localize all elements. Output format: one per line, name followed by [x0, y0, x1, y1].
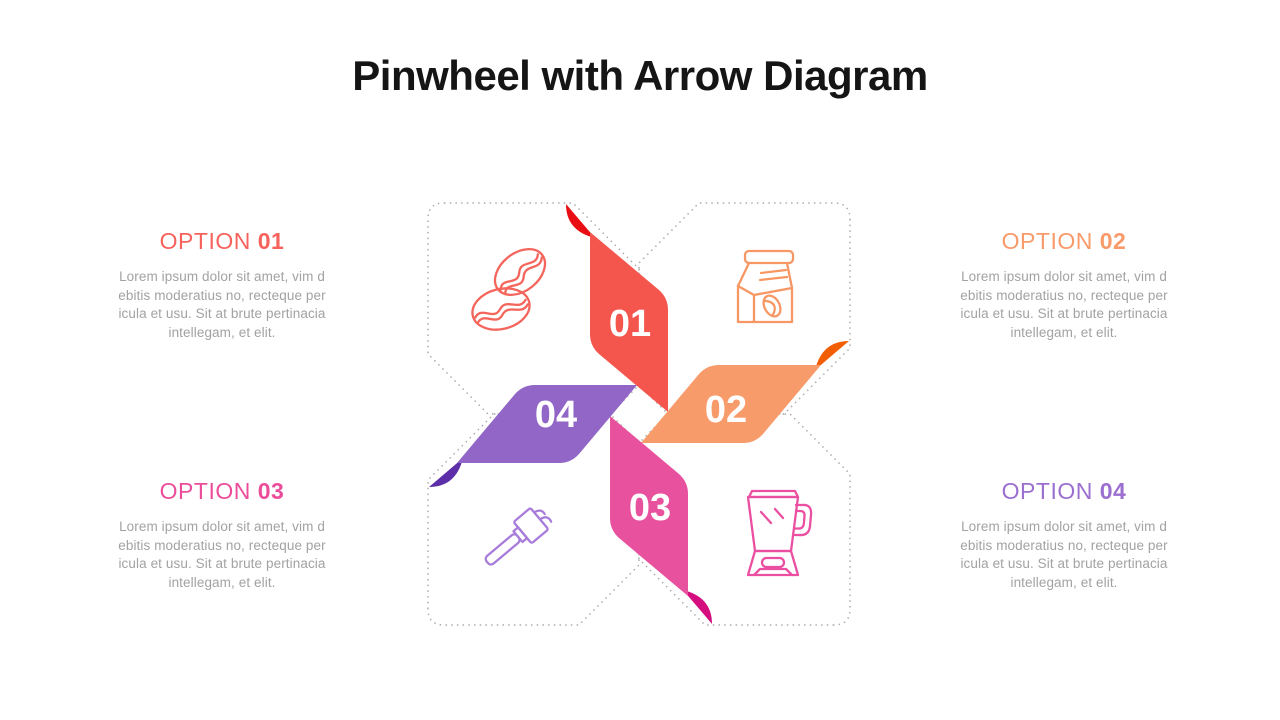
portafilter-icon [484, 507, 553, 566]
option-label: OPTION [1001, 228, 1093, 254]
option-number: 03 [257, 478, 285, 504]
option-body-04: Lorem ipsum dolor sit amet, vim d ebitis… [960, 519, 1168, 590]
option-body-03: Lorem ipsum dolor sit amet, vim d ebitis… [118, 519, 326, 590]
option-title-04: OPTION 04 [939, 478, 1189, 505]
blade-number-02: 02 [705, 389, 747, 431]
option-title-02: OPTION 02 [939, 228, 1189, 255]
option-number: 01 [257, 228, 285, 254]
option-title-03: OPTION 03 [97, 478, 347, 505]
option-title-01: OPTION 01 [97, 228, 347, 255]
coffee-bag-icon [736, 249, 795, 324]
option-block-01: OPTION 01 Lorem ipsum dolor sit amet, vi… [97, 228, 347, 342]
blender-icon [746, 489, 813, 577]
option-number: 04 [1099, 478, 1127, 504]
option-label: OPTION [1001, 478, 1093, 504]
blade-number-03: 03 [629, 487, 671, 529]
option-block-02: OPTION 02 Lorem ipsum dolor sit amet, vi… [939, 228, 1189, 342]
page-title: Pinwheel with Arrow Diagram [352, 52, 928, 99]
blade-number-04: 04 [535, 394, 577, 436]
option-body-01: Lorem ipsum dolor sit amet, vim d ebitis… [118, 269, 326, 340]
coffee-beans-icon [471, 248, 547, 331]
option-label: OPTION [159, 228, 251, 254]
blade-number-01: 01 [609, 303, 651, 345]
option-number: 02 [1099, 228, 1127, 254]
option-block-03: OPTION 03 Lorem ipsum dolor sit amet, vi… [97, 478, 347, 592]
option-block-04: OPTION 04 Lorem ipsum dolor sit amet, vi… [939, 478, 1189, 592]
option-label: OPTION [159, 478, 251, 504]
option-body-02: Lorem ipsum dolor sit amet, vim d ebitis… [960, 269, 1168, 340]
